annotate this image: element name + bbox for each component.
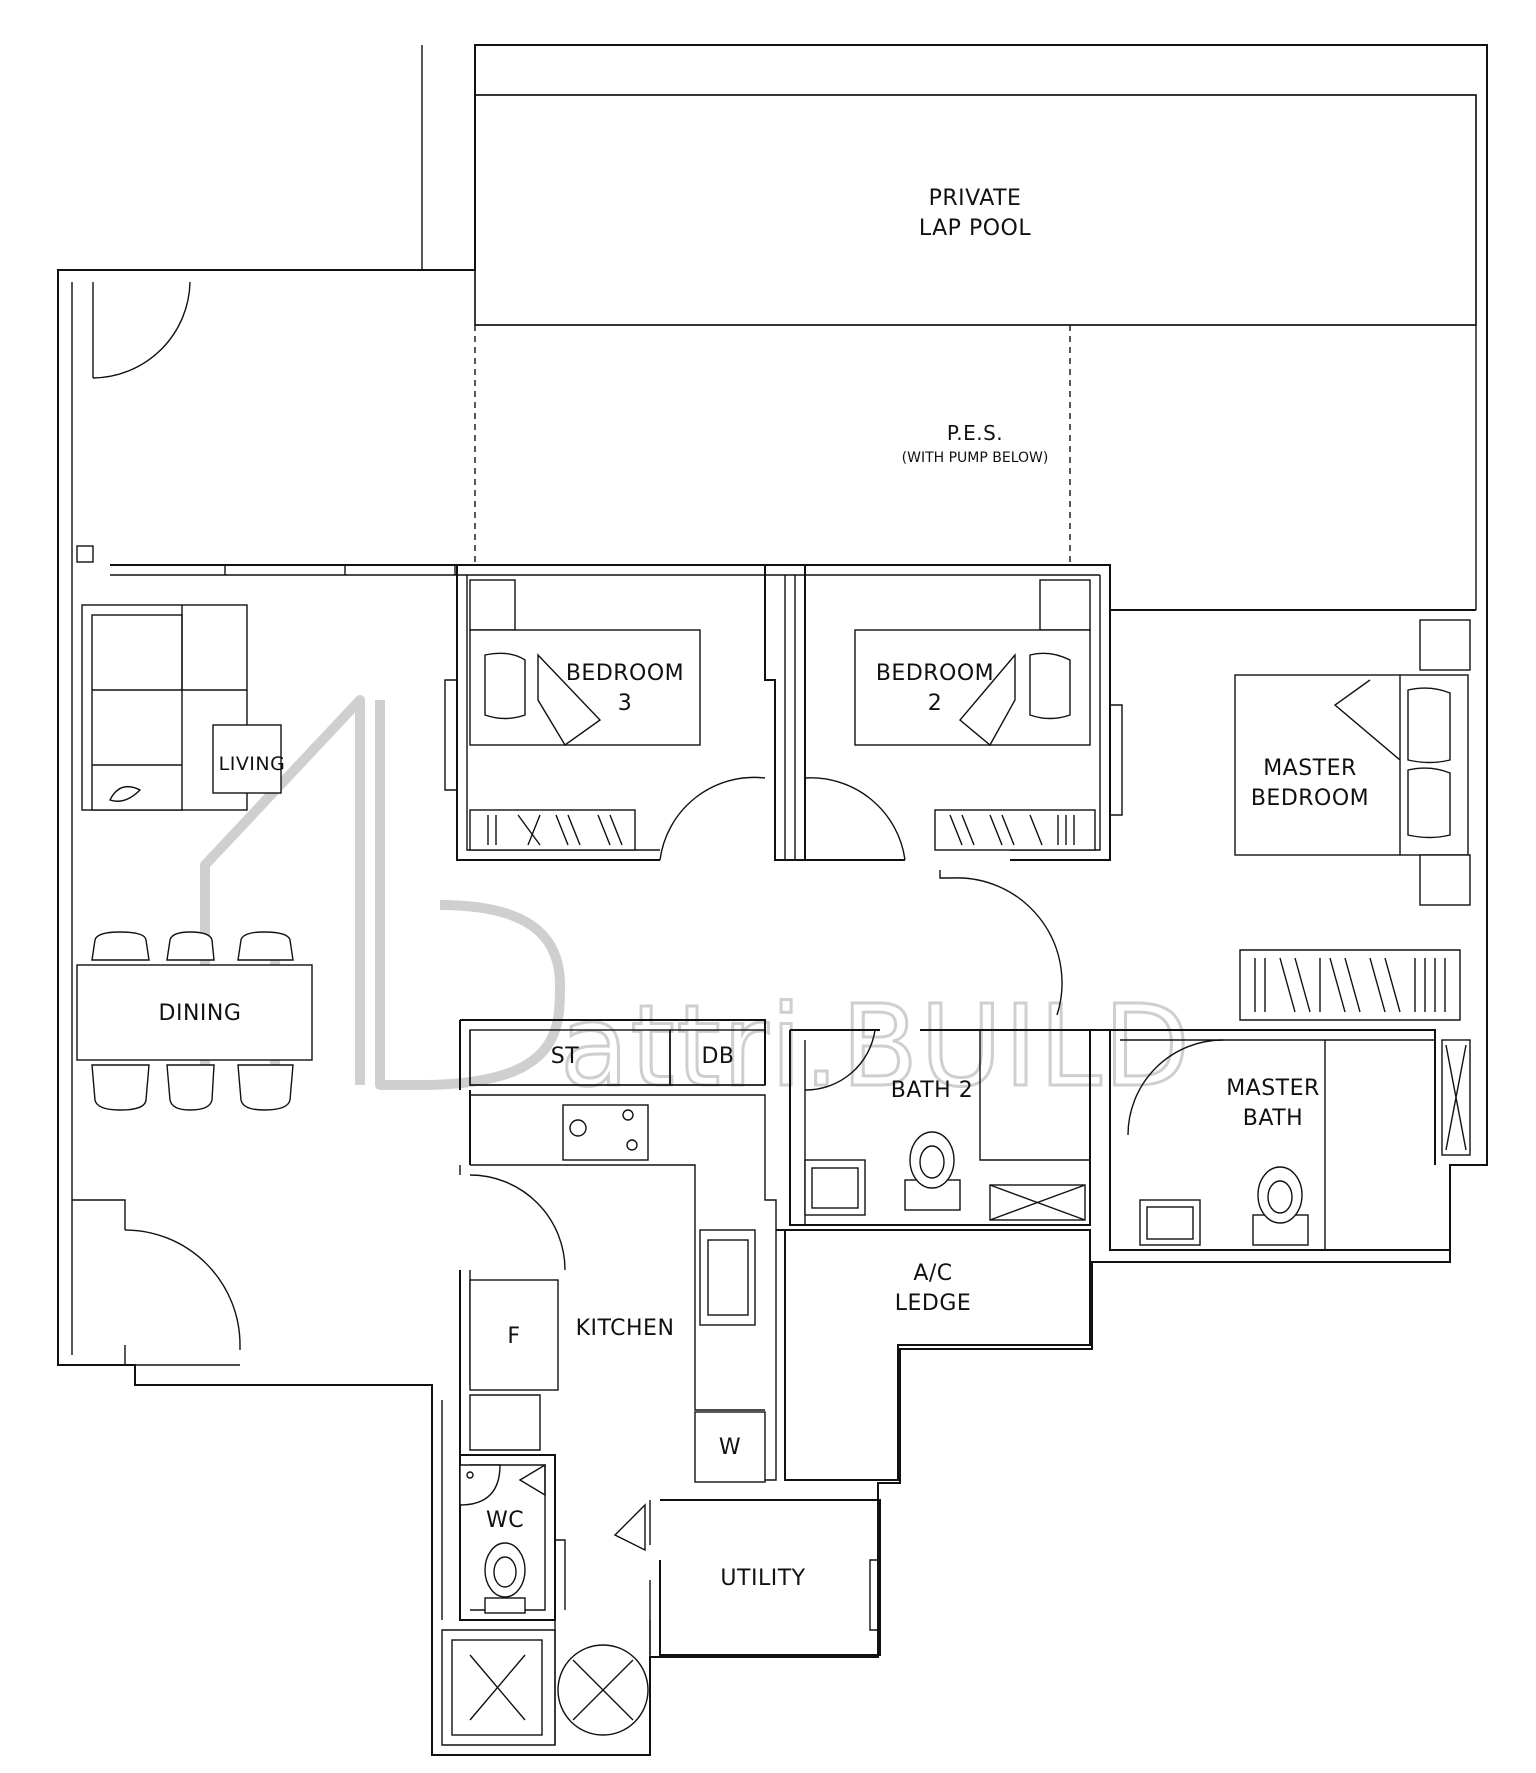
label-fridge: F — [507, 1324, 520, 1349]
label-ac-ledge-2: LEDGE — [895, 1291, 972, 1316]
label-living: LIVING — [219, 753, 286, 775]
label-master-bedroom-2: BEDROOM — [1251, 786, 1369, 811]
labels: PRIVATE LAP POOL P.E.S. (WITH PUMP BELOW… — [159, 186, 1369, 1591]
label-master-bedroom-1: MASTER — [1263, 756, 1357, 781]
service-fixtures — [451, 1639, 649, 1736]
private-lap-pool — [474, 94, 1477, 326]
doors — [124, 776, 1224, 1552]
label-pes-note: (WITH PUMP BELOW) — [902, 450, 1049, 466]
label-private-lap-pool-2: LAP POOL — [919, 216, 1031, 241]
wc-fixtures — [459, 1464, 526, 1614]
label-ac-ledge-1: A/C — [913, 1261, 952, 1286]
label-db: DB — [701, 1044, 734, 1069]
master-bath-fixtures — [1139, 1166, 1309, 1246]
label-bedroom2-1: BEDROOM — [876, 661, 994, 686]
label-bedroom3-2: 3 — [618, 691, 633, 716]
label-dining: DINING — [159, 1001, 242, 1026]
label-master-bath-2: BATH — [1243, 1106, 1303, 1131]
dining-set — [76, 931, 313, 1111]
watermark-text: attri.BUILD — [560, 982, 1192, 1112]
bedroom3-furniture — [469, 579, 701, 851]
outer-walls — [57, 44, 1488, 1756]
pes-area — [474, 325, 1071, 565]
label-utility: UTILITY — [720, 1566, 805, 1591]
label-bedroom2-2: 2 — [928, 691, 943, 716]
label-st: ST — [551, 1044, 579, 1069]
label-wc: WC — [486, 1508, 524, 1533]
bedroom2-furniture — [854, 579, 1096, 851]
label-bedroom3-1: BEDROOM — [566, 661, 684, 686]
living-table — [212, 724, 282, 794]
balcony-door — [76, 281, 191, 563]
bath2-fixtures — [804, 1131, 1086, 1221]
label-washer: W — [719, 1435, 741, 1460]
label-master-bath-1: MASTER — [1226, 1076, 1320, 1101]
label-private-lap-pool-1: PRIVATE — [929, 186, 1022, 211]
label-bath2: BATH 2 — [891, 1078, 973, 1103]
master-bedroom-furniture — [1234, 619, 1471, 1156]
label-pes: P.E.S. — [947, 421, 1003, 445]
label-kitchen: KITCHEN — [576, 1316, 675, 1341]
watermark: attri.BUILD — [200, 695, 1192, 1114]
kitchen-fixtures — [469, 1104, 766, 1483]
